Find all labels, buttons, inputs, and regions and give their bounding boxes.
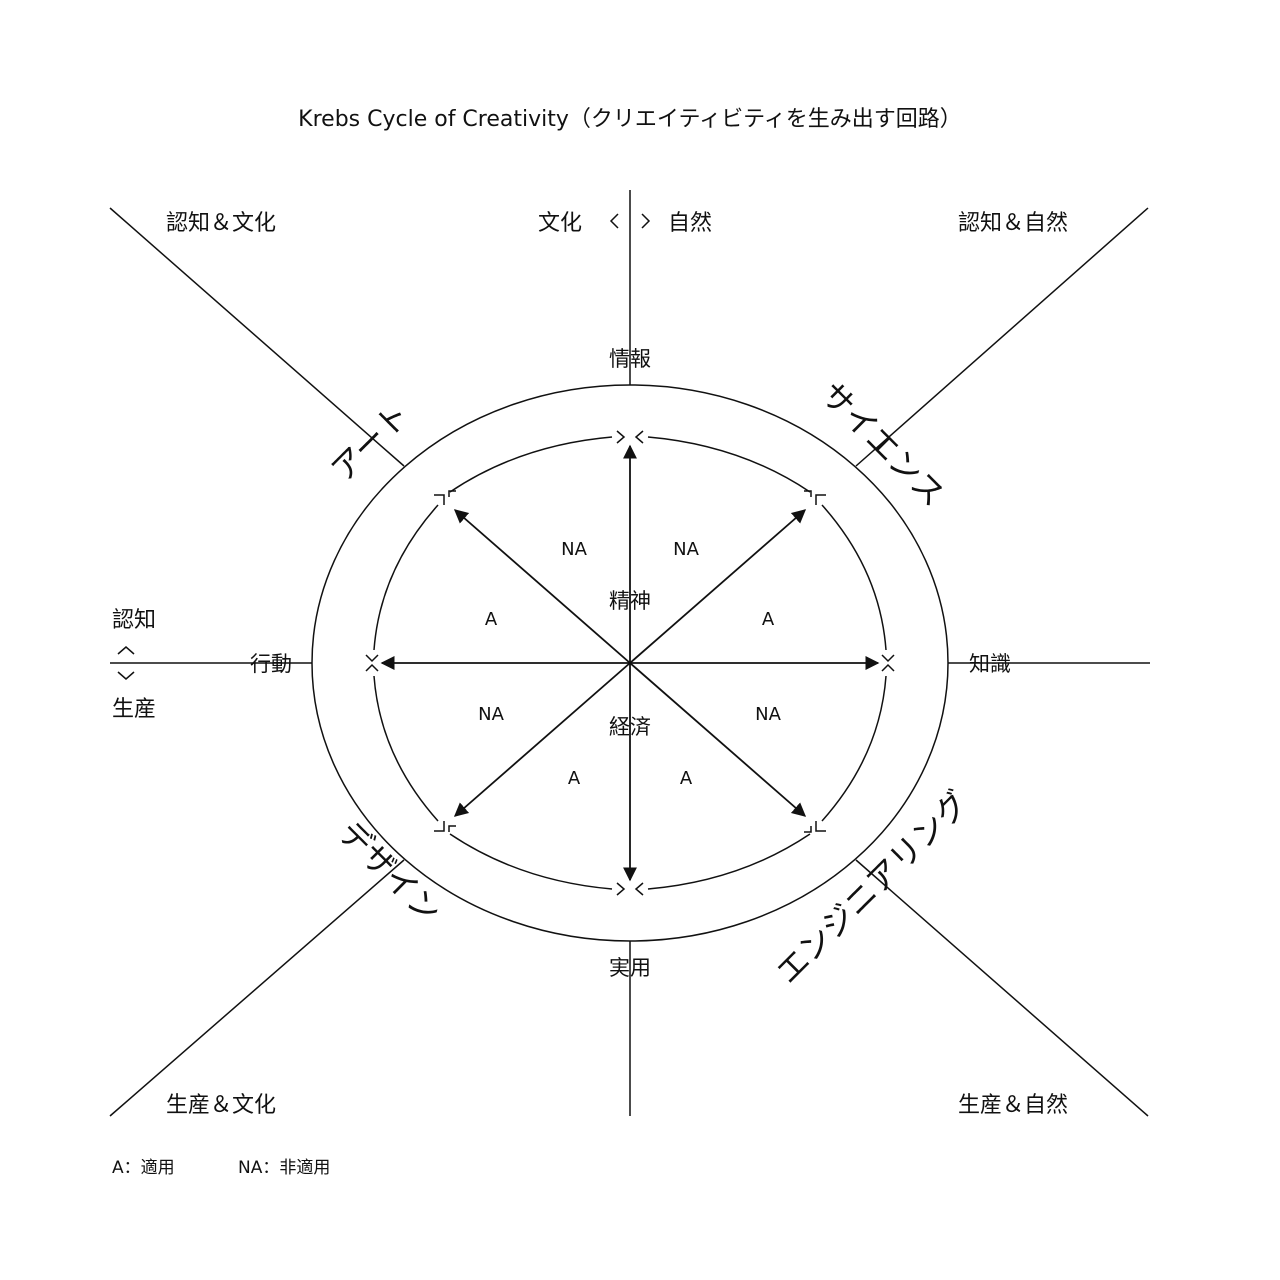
arrow-down-right [629, 662, 807, 817]
top-axis-left-label: 文化 [538, 211, 582, 236]
chevron-left-icon [609, 213, 619, 229]
diagram-title: Krebs Cycle of Creativity（クリエイティビティを生み出す… [298, 107, 962, 132]
sector-bottom-right: A [680, 768, 693, 789]
left-axis-top-label: 認知 [112, 608, 156, 633]
node-top-right [804, 490, 826, 505]
arc-bottom-left [449, 833, 613, 890]
sector-bottom-left: A [568, 768, 581, 789]
node-bottom [616, 882, 644, 896]
diagonal-top-right [855, 207, 1149, 467]
node-bottom-right [804, 821, 826, 833]
corner-label-top-right: 認知＆自然 [958, 211, 1068, 236]
arc-right-upper [821, 504, 887, 651]
discipline-engineering-label: エンジニアリング [768, 783, 976, 991]
chevron-up-icon [117, 646, 135, 655]
arc-left-upper [373, 504, 439, 651]
discipline-science-label: サイエンス [813, 375, 952, 514]
cycle-nodes [365, 430, 895, 896]
legend-applicable: A：適用 [112, 1158, 175, 1178]
diagonal-bottom-right [855, 859, 1149, 1117]
sector-left-lower: NA [478, 704, 504, 725]
compass-left-label: 行動 [250, 652, 292, 676]
sector-right-upper: A [762, 609, 775, 630]
sector-right-lower: NA [755, 704, 781, 725]
top-axis-right-label: 自然 [668, 211, 712, 236]
legend-not-applicable: NA：非適用 [238, 1158, 330, 1178]
center-arrows [380, 444, 880, 882]
outer-axes [109, 190, 1150, 1117]
arc-top-left [449, 436, 613, 493]
sector-top-left: NA [561, 539, 587, 560]
corner-label-top-left: 認知＆文化 [166, 211, 276, 236]
arc-top-right [647, 436, 811, 493]
chevron-down-icon [117, 671, 135, 680]
center-upper-label: 精神 [609, 589, 651, 613]
arrow-up-right [629, 509, 807, 664]
compass-top-label: 情報 [609, 347, 651, 371]
sector-left-upper: A [485, 609, 498, 630]
arc-left-lower [373, 675, 439, 822]
chevron-right-icon [641, 213, 651, 229]
corner-label-bottom-right: 生産＆自然 [958, 1093, 1068, 1118]
arc-right-lower [821, 675, 887, 822]
compass-right-label: 知識 [969, 652, 1011, 676]
diagonal-top-left [109, 207, 405, 467]
inner-cycle [373, 436, 887, 890]
discipline-design-label: デザイン [331, 814, 448, 931]
arrow-up-left [453, 509, 631, 664]
node-right [881, 654, 895, 672]
arc-bottom-right [647, 833, 811, 890]
sector-top-right: NA [673, 539, 699, 560]
diagonal-bottom-left [109, 859, 405, 1117]
left-axis-bottom-label: 生産 [112, 697, 156, 722]
compass-bottom-label: 実用 [609, 956, 651, 980]
node-top [616, 430, 644, 444]
center-lower-label: 経済 [609, 715, 651, 739]
node-top-left [434, 490, 456, 505]
outer-ring [311, 384, 949, 942]
discipline-art-label: アート [324, 396, 417, 489]
node-bottom-left [434, 821, 456, 832]
corner-label-bottom-left: 生産＆文化 [166, 1093, 276, 1118]
arrow-down-left [453, 662, 631, 817]
node-left [365, 654, 379, 672]
